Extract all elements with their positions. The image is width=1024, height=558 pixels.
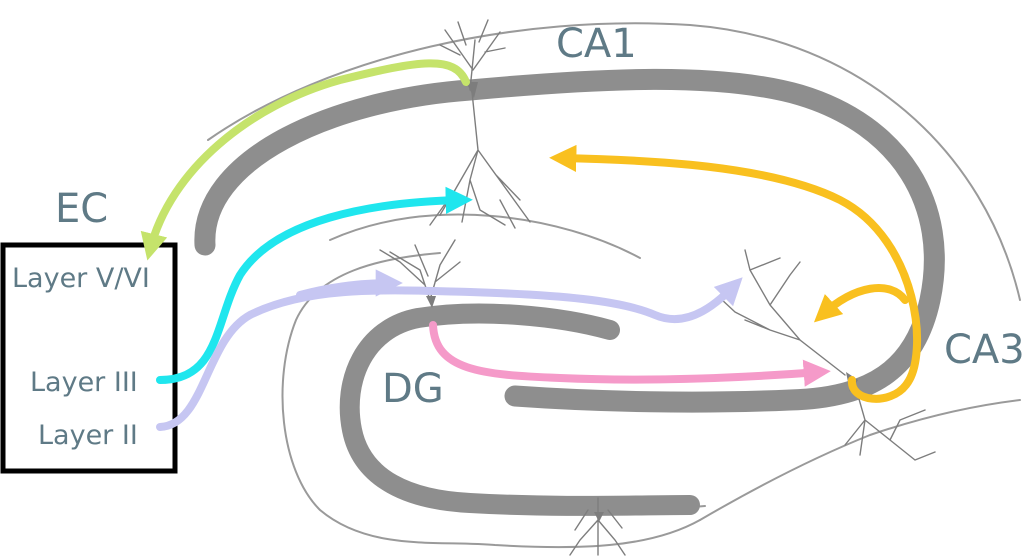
ec-layer-iii-to-ca1-arrow (156, 186, 473, 384)
ca3-schaffer-collateral-arrow (549, 144, 922, 403)
ec-layer-ii-to-dg-ca3-arrow (156, 277, 743, 431)
ca-pyramidal-layer (194, 68, 945, 413)
layer-iii-label: Layer III (30, 367, 138, 398)
ca1-to-ec-layer-v-vi-arrow (140, 59, 470, 261)
dg-label: DG (382, 366, 444, 412)
dg-granule-neuron-upper (379, 239, 461, 308)
dg-granule-layer (339, 303, 700, 516)
pathway-arrows (140, 59, 922, 431)
layer-ii-label: Layer II (38, 420, 138, 451)
ca3-pyramidal-neuron (719, 249, 936, 461)
ec-box (0, 242, 178, 474)
ca1-label: CA1 (556, 21, 637, 67)
ca3-recurrent-collateral-arrow (813, 284, 909, 323)
ca3-label: CA3 (944, 327, 1024, 373)
cell-layers (194, 68, 945, 516)
ec-label: EC (55, 186, 108, 232)
ec-layer-ii-to-dg-branch-arrow (296, 269, 403, 299)
dg-granule-neuron-lower (569, 497, 626, 556)
inner-boundary-line (329, 213, 641, 259)
dg-to-ca3-mossy-fiber-arrow (429, 321, 831, 387)
layer-v-vi-label: Layer V/VI (12, 263, 150, 294)
dg-inner-boundary-line (699, 399, 1021, 521)
outer-boundary-line (207, 22, 1021, 301)
ca1-pyramidal-neuron (429, 19, 531, 229)
